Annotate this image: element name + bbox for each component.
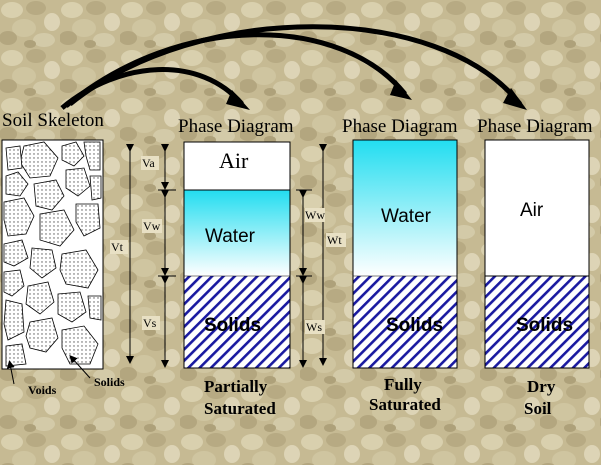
panel1-air: Air <box>219 148 249 173</box>
panel2-solids: Solids <box>386 315 443 336</box>
vt-label: Vt <box>111 240 124 254</box>
wt-label: Wt <box>327 233 342 247</box>
panel1-water: Water <box>205 226 256 247</box>
panel2-caption-line2: Saturated <box>369 395 441 414</box>
voids-label: Voids <box>28 383 57 397</box>
ww-label: Ww <box>305 208 325 222</box>
ws-label: Ws <box>306 320 322 334</box>
panel1-caption-line1: Partially <box>204 377 268 396</box>
skeleton-title: Soil Skeleton <box>2 110 104 131</box>
vs-label: Vs <box>143 316 157 330</box>
panel2-title: Phase Diagram <box>342 116 458 137</box>
solids-label-skeleton: Solids <box>94 375 125 389</box>
soil-skeleton <box>2 140 103 369</box>
vw-label: Vw <box>143 219 161 233</box>
panel1-caption-line2: Saturated <box>204 399 276 418</box>
volume-arrows <box>130 148 176 364</box>
panel3-caption-line2: Soil <box>524 399 552 418</box>
panel3-air: Air <box>520 200 544 221</box>
panel3-title: Phase Diagram <box>477 116 593 137</box>
panel1-title: Phase Diagram <box>178 116 294 137</box>
panel2-caption-line1: Fully <box>384 375 422 394</box>
panel2-water: Water <box>381 206 432 227</box>
panel3-solids: Solids <box>516 315 573 336</box>
panel1-solids: Solids <box>204 315 261 336</box>
va-label: Va <box>142 156 155 170</box>
panel3-caption-line1: Dry <box>527 377 556 396</box>
